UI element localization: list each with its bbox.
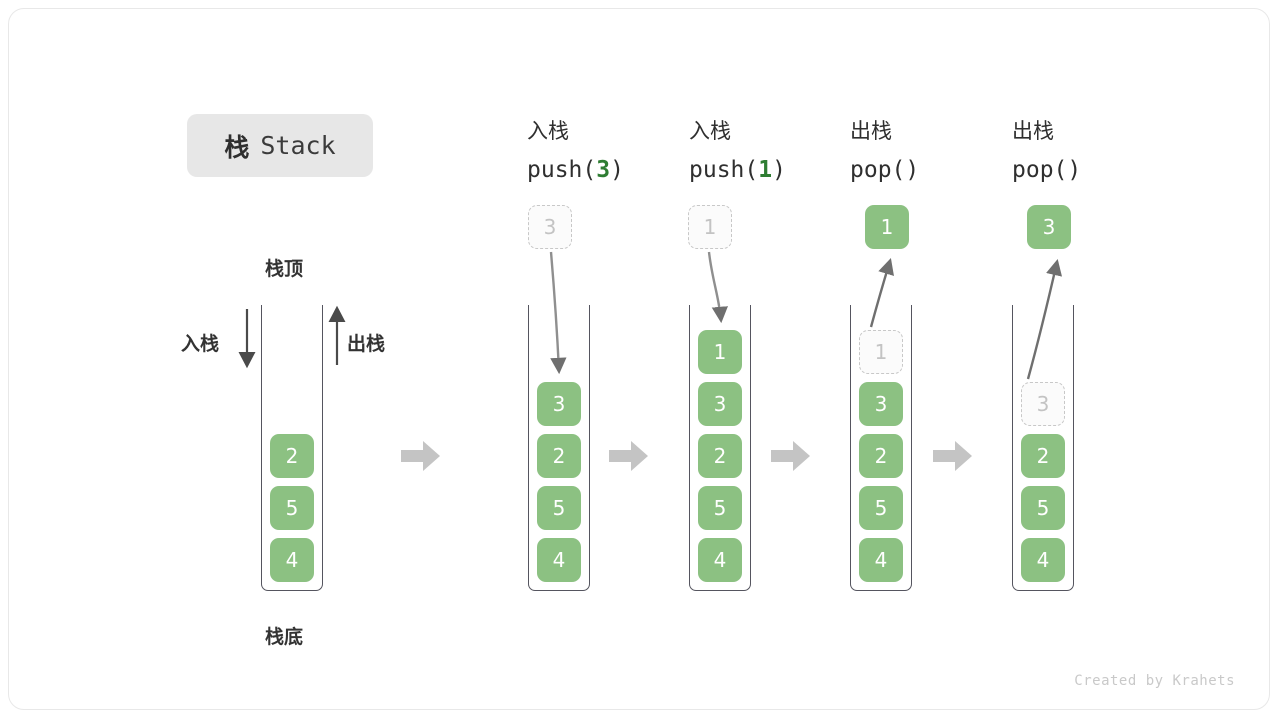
stack-container-push-3 <box>528 305 590 591</box>
column-op-label: 入栈 <box>689 120 731 143</box>
stack-container-pop-1 <box>850 305 912 591</box>
code-suffix: ) <box>772 157 786 183</box>
stack-cell: 3 <box>537 382 581 426</box>
title-en: Stack <box>260 131 336 160</box>
column-header-pop-1: 出栈 pop() <box>850 113 1030 189</box>
column-code-label: push(3) <box>527 151 707 189</box>
stack-cell: 2 <box>270 434 314 478</box>
stack-top-label: 栈顶 <box>265 259 304 280</box>
step-arrow-icon <box>609 439 649 473</box>
stack-cell: 2 <box>698 434 742 478</box>
stack-cell: 4 <box>1021 538 1065 582</box>
stack-cell: 3 <box>698 382 742 426</box>
title-cn: 栈 <box>224 133 251 162</box>
stack-container-pop-3 <box>1012 305 1074 591</box>
column-code-label: push(1) <box>689 151 869 189</box>
step-arrow-icon <box>401 439 441 473</box>
column-op-label: 出栈 <box>1012 120 1054 143</box>
stack-container-push-1 <box>689 305 751 591</box>
ghost-cell: 1 <box>688 205 732 249</box>
push-direction-label: 入栈 <box>181 334 220 355</box>
diagram-stage: 栈 Stack 栈顶 入栈 出栈 2 5 4 栈底 入栈 push(3) 3 3… <box>9 9 1269 709</box>
stack-cell: 1 <box>698 330 742 374</box>
stack-cell: 5 <box>859 486 903 530</box>
popped-value-cell: 3 <box>1027 205 1071 249</box>
diagram-card: 栈 Stack 栈顶 入栈 出栈 2 5 4 栈底 入栈 push(3) 3 3… <box>8 8 1270 710</box>
column-code-label: pop() <box>850 151 1030 189</box>
stack-cell: 4 <box>537 538 581 582</box>
code-arg: 3 <box>596 157 611 183</box>
column-header-pop-3: 出栈 pop() <box>1012 113 1192 189</box>
stack-cell: 4 <box>698 538 742 582</box>
stack-cell: 4 <box>270 538 314 582</box>
code-prefix: push( <box>527 157 597 183</box>
code-suffix: ) <box>905 157 920 183</box>
credit-label: Created by Krahets <box>1074 673 1235 689</box>
stack-cell: 2 <box>859 434 903 478</box>
code-prefix: pop( <box>1012 157 1068 183</box>
stack-cell: 5 <box>1021 486 1065 530</box>
stack-cell: 3 <box>859 382 903 426</box>
stack-cell: 5 <box>698 486 742 530</box>
column-header-push-3: 入栈 push(3) <box>527 113 707 189</box>
ghost-cell: 3 <box>1021 382 1065 426</box>
step-arrow-icon <box>933 439 973 473</box>
stack-bottom-label: 栈底 <box>265 627 304 648</box>
stack-cell: 5 <box>537 486 581 530</box>
code-prefix: pop( <box>850 157 906 183</box>
popped-value-cell: 1 <box>865 205 909 249</box>
ghost-cell: 3 <box>528 205 572 249</box>
stack-cell: 4 <box>859 538 903 582</box>
code-suffix: ) <box>1067 157 1082 183</box>
code-arg: 1 <box>758 157 773 183</box>
ghost-cell: 1 <box>859 330 903 374</box>
stack-cell: 2 <box>537 434 581 478</box>
code-suffix: ) <box>610 157 624 183</box>
step-arrow-icon <box>771 439 811 473</box>
stack-cell: 2 <box>1021 434 1065 478</box>
column-code-label: pop() <box>1012 151 1192 189</box>
column-op-label: 入栈 <box>527 120 569 143</box>
pop-direction-label: 出栈 <box>347 334 386 355</box>
stack-container-initial <box>261 305 323 591</box>
title-badge: 栈 Stack <box>187 114 373 177</box>
column-header-push-1: 入栈 push(1) <box>689 113 869 189</box>
column-op-label: 出栈 <box>850 120 892 143</box>
code-prefix: push( <box>689 157 759 183</box>
stack-cell: 5 <box>270 486 314 530</box>
